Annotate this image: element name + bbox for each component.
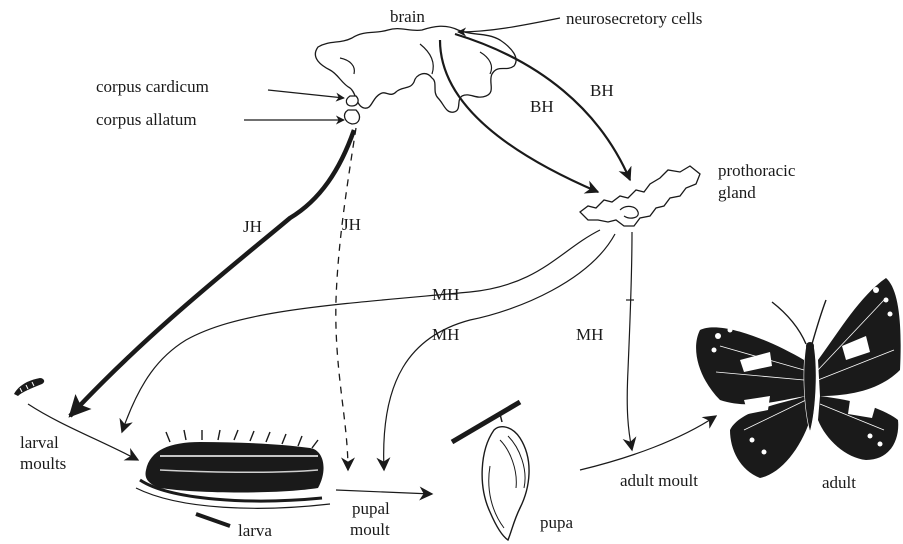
gland-label: gland: [718, 183, 756, 202]
pupa-label: pupa: [540, 513, 574, 532]
mh-arrow-adult: [627, 232, 632, 450]
pupal-moult-label-line1: pupal: [352, 499, 390, 518]
larval-moults-label-line1: larval: [20, 433, 59, 452]
jh-label-solid: JH: [243, 217, 262, 236]
chrysalis-icon: [452, 402, 529, 540]
pupal-moult-label-line2: moult: [350, 520, 390, 539]
prothoracic-label: prothoracic: [718, 161, 796, 180]
jh-label-dashed: JH: [342, 215, 361, 234]
adult-moult-label: adult moult: [620, 471, 698, 490]
corpus-allatum-label: corpus allatum: [96, 110, 197, 129]
adult-moult-arrow: [580, 416, 716, 470]
adult-label: adult: [822, 473, 856, 492]
jh-arrow-dashed: [336, 128, 356, 470]
brain-label: brain: [390, 7, 425, 26]
brain-icon: [315, 26, 516, 112]
caterpillar-icon: [136, 430, 330, 526]
butterfly-icon: [696, 278, 901, 478]
larval-moults-label-line2: moults: [20, 454, 66, 473]
mh-label-pupal: MH: [432, 325, 459, 344]
larva-label: larva: [238, 521, 272, 540]
mh-arrow-larval: [122, 230, 600, 432]
neurosecretory-leader: [458, 18, 560, 32]
corpus-organs-icon: [345, 96, 360, 124]
young-caterpillar-icon: [14, 378, 44, 396]
bh-label-left: BH: [530, 97, 554, 116]
jh-arrow-solid: [70, 130, 354, 416]
pupal-moult-arrow: [336, 490, 432, 494]
mh-label-adult: MH: [576, 325, 603, 344]
neurosecretory-cells-label: neurosecretory cells: [566, 9, 702, 28]
corpus-cardicum-leader: [268, 90, 344, 98]
bh-label-right: BH: [590, 81, 614, 100]
corpus-cardicum-label: corpus cardicum: [96, 77, 209, 96]
mh-label-larval: MH: [432, 285, 459, 304]
prothoracic-gland-icon: [580, 166, 700, 226]
